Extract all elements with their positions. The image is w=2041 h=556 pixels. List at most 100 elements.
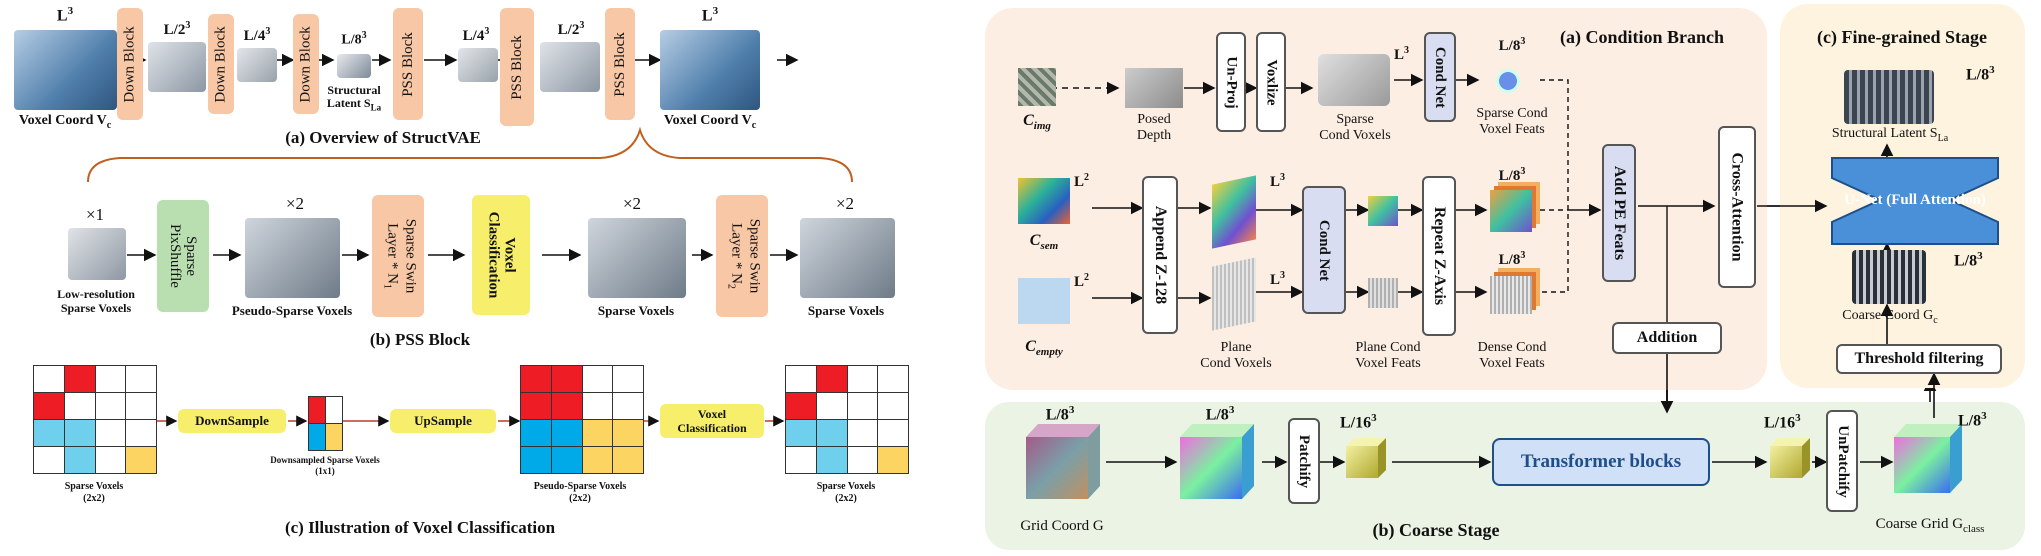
repeat-z-axis-box[interactable]: Repeat Z-Axis (1422, 176, 1456, 336)
voxel-coord-left-label: Voxel Coord Vc (18, 113, 112, 131)
pss-block-3[interactable]: PSS Block (605, 8, 635, 120)
multiplier: ×1 (85, 205, 105, 224)
down-block-3[interactable]: Down Block (293, 14, 319, 114)
sparse-voxels-mid-label: Sparse Voxels (597, 303, 675, 318)
grid-cell (612, 419, 644, 447)
down-block-1[interactable]: Down Block (117, 8, 143, 120)
grid-cell (520, 446, 552, 474)
l8-label: L/83 (1966, 64, 1995, 84)
upsample-box[interactable]: UpSample (390, 409, 496, 433)
grid-cell (846, 446, 879, 474)
l8-label: L/83 (1954, 250, 1983, 270)
c-img-image (1018, 68, 1056, 106)
pss-block-2[interactable]: PSS Block (500, 8, 534, 126)
unet-label[interactable]: U-Net (Full Attention) (1844, 192, 1986, 208)
posed-depth-image (1125, 68, 1183, 108)
grid-cell (581, 392, 614, 420)
l8-label: L/83 (1045, 404, 1075, 424)
coarse-grid-label: Coarse Grid Gclass (1875, 516, 1985, 535)
grid-sparse-voxels-2 (785, 365, 909, 474)
c-sem-label: Csem (1029, 232, 1059, 253)
downsample-box[interactable]: DownSample (178, 409, 286, 433)
sparse-voxels-mid-image (588, 218, 686, 298)
grid-cell (125, 446, 157, 474)
l8-label: L/83 (1498, 36, 1526, 54)
coarse-grid-cube (1894, 424, 1962, 493)
coarse-stage-title: (b) Coarse Stage (1372, 520, 1500, 540)
panel-b-caption: (b) PSS Block (369, 330, 471, 349)
c-img-label: Cimg (1023, 112, 1051, 133)
grid-cell (63, 446, 96, 474)
condition-branch-title: (a) Condition Branch (1560, 27, 1725, 47)
add-pe-feats-box[interactable]: Add PE Feats (1602, 144, 1636, 282)
structural-latent-image (337, 54, 371, 78)
down-block-2[interactable]: Down Block (208, 14, 234, 114)
terrain-l2b (540, 42, 600, 92)
patch-cube-l16-a (1346, 438, 1386, 478)
unproj-box[interactable]: Un-Proj (1216, 32, 1246, 132)
grid-cell (63, 365, 96, 393)
l8-label: L/83 (1498, 166, 1526, 184)
threshold-filtering-box[interactable]: Threshold filtering (1836, 344, 2002, 374)
grid-4-label: Sparse Voxels(2x2) (816, 481, 876, 504)
unpatchify-box[interactable]: UnPatchify (1826, 410, 1858, 512)
grid-3-label: Pseudo-Sparse Voxels(2x2) (533, 481, 627, 504)
l2-sem-label: L2 (1074, 172, 1090, 190)
c-sem-image (1018, 178, 1070, 224)
sparse-cond-feats-image (1492, 64, 1532, 98)
res-label: L/43 (462, 26, 490, 44)
c-empty-label: Cempty (1025, 338, 1063, 359)
terrain-voxel-right (660, 30, 760, 110)
grid-cell (33, 419, 65, 447)
grid-cell (33, 446, 65, 474)
transformer-blocks[interactable]: Transformer blocks (1492, 438, 1710, 486)
plane-cond-feats-empty-image (1368, 278, 1398, 308)
terrain-l4 (237, 48, 277, 82)
l16-label: L/163 (1340, 412, 1377, 432)
addition-box[interactable]: Addition (1612, 322, 1722, 354)
voxlize-box[interactable]: Voxlize (1256, 32, 1286, 132)
grid-cell (125, 365, 157, 393)
sparse-cond-voxels-image (1318, 54, 1390, 106)
dense-cond-feats-sem-image (1490, 190, 1532, 232)
panel-a-caption: (a) Overview of StructVAE (285, 128, 481, 147)
cross-attention-box[interactable]: Cross-Attention (1718, 126, 1756, 288)
res-label: L3 (701, 5, 719, 25)
l3-label: L3 (1270, 172, 1286, 190)
cond-net-2[interactable]: Cond Net (1302, 186, 1346, 314)
grid-2-label: Downsampled Sparse Voxels(1x1) (270, 455, 380, 476)
dense-cond-feats-empty-image (1490, 276, 1532, 314)
l3-label: L3 (1394, 45, 1410, 63)
patch-cube-l16-b (1770, 438, 1810, 478)
grid-cell (877, 392, 909, 420)
grid-coord-cube (1026, 424, 1100, 499)
grid-cell (94, 419, 127, 447)
patchify-box[interactable]: Patchify (1288, 418, 1320, 504)
res-label: L3 (56, 5, 74, 25)
pss-block-1[interactable]: PSS Block (393, 8, 423, 120)
grid-cell (612, 392, 644, 420)
sparse-voxels-end-label: Sparse Voxels (807, 303, 885, 318)
fine-stage-title: (c) Fine-grained Stage (1817, 27, 1987, 47)
l8-label: L/83 (1958, 410, 1987, 430)
terrain-l4b (458, 48, 498, 82)
l8-label: L/83 (1205, 404, 1235, 424)
cond-net-1[interactable]: Cond Net (1424, 32, 1456, 122)
grid-sparse-voxels-1 (33, 365, 157, 474)
grid-cell (877, 446, 909, 474)
multiplier: ×2 (835, 194, 855, 213)
append-z128-box[interactable]: Append Z-128 (1142, 176, 1178, 334)
grid-cell (612, 446, 644, 474)
